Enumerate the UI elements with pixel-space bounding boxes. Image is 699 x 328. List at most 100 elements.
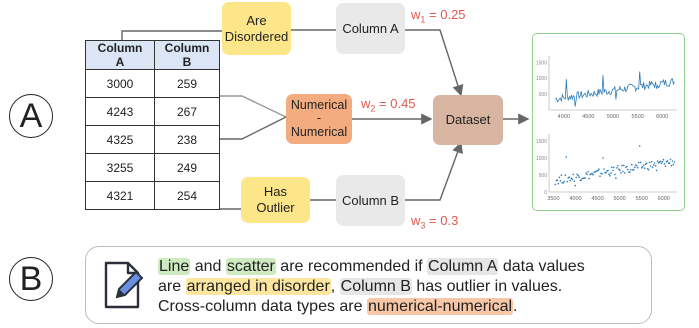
scatter-point (668, 162, 671, 164)
y-tick-label: 0 (544, 190, 547, 196)
section-a-label: A (9, 94, 53, 138)
scatter-point (637, 161, 640, 164)
table-header-row: Column A Column B (85, 40, 220, 70)
x-tick-label: 4000 (569, 196, 581, 202)
has-outlier-node: Has Outlier (241, 177, 310, 223)
scatter-point (613, 166, 615, 169)
x-tick-label: 5500 (631, 114, 643, 120)
recommendation-line: are arranged in disorder, Column B has o… (158, 278, 563, 295)
highlight-types: numerical-numerical (366, 298, 514, 315)
scatter-point (641, 165, 644, 168)
scatter-point (610, 172, 612, 174)
scatter-point (636, 166, 639, 169)
scatter-point (651, 166, 654, 169)
table-header-cell: Column B (154, 40, 220, 70)
table-cell: 238 (154, 125, 220, 154)
scatter-point (597, 169, 599, 172)
x-tick-label: 5000 (613, 196, 625, 202)
scatter-point (617, 165, 619, 167)
scatter-point (612, 169, 614, 172)
scatter-point (644, 163, 647, 166)
scatter-point (640, 167, 643, 169)
section-b-label: B (9, 257, 53, 301)
x-tick-label: 6000 (658, 196, 670, 202)
scatter-point (620, 172, 622, 174)
scatter-point (614, 173, 616, 176)
scatter-point (587, 170, 589, 173)
scatter-point (603, 168, 605, 170)
scatter-point (573, 180, 575, 182)
scatter-point (559, 180, 562, 182)
x-tick-label: 4500 (591, 196, 603, 202)
scatter-point (566, 180, 569, 183)
scatter-point (562, 182, 565, 184)
scatter-point (564, 174, 567, 176)
table-cell: 4321 (85, 181, 155, 210)
scatter-point (602, 157, 604, 159)
recommendation-line: Line and scatter are recommended if Colu… (158, 258, 585, 275)
highlight-disorder: arranged in disorder (185, 278, 331, 295)
scatter-point (616, 167, 618, 169)
table-cell: 3000 (85, 69, 155, 98)
highlight-scatter: scatter (225, 258, 276, 275)
table-cell: 4243 (85, 97, 155, 126)
scatter-point (615, 177, 617, 179)
numerical-numerical-node: Numerical - Numerical (286, 94, 352, 144)
y-tick-label: 1500 (536, 139, 547, 145)
scatter-point (624, 172, 626, 174)
table-cell: 4325 (85, 125, 155, 154)
scatter-point (611, 166, 613, 168)
x-tick-label: 5500 (636, 196, 648, 202)
scatter-point (642, 164, 645, 166)
y-tick-label: 500 (539, 173, 548, 179)
scatter-point (568, 176, 571, 178)
scatter-point (601, 173, 603, 175)
scatter-point (663, 163, 666, 165)
scatter-point (585, 172, 587, 174)
scatter-point (661, 161, 664, 163)
scatter-point (639, 161, 642, 164)
scatter-point (584, 177, 586, 179)
scatter-point (588, 177, 590, 180)
scatter-point (659, 160, 662, 163)
scatter-point (629, 171, 631, 173)
scatter-point (591, 172, 593, 175)
scatter-point (578, 176, 580, 178)
scatter-point (645, 162, 648, 165)
scatter-point (633, 168, 635, 171)
scatter-point (569, 179, 572, 182)
highlight-column-a: Column A (427, 258, 499, 275)
scatter-point (576, 173, 578, 176)
scatter-point (621, 164, 623, 167)
scatter-point (563, 180, 566, 183)
scatter-point (630, 169, 632, 171)
scatter-point (666, 160, 669, 162)
x-tick-label: 6000 (656, 114, 668, 120)
scatter-point (653, 162, 656, 164)
scatter-point (650, 160, 653, 163)
scatter-point (560, 174, 563, 176)
weight-w1: w1 = 0.25 (411, 7, 466, 25)
scatter-point (558, 176, 561, 179)
scatter-point (572, 173, 575, 176)
scatter-point (571, 178, 574, 180)
recommendation-panel: Line and scatter are recommended if Colu… (85, 246, 652, 324)
scatter-point (669, 158, 672, 161)
scatter-point (647, 168, 650, 171)
scatter-point (627, 168, 629, 171)
scatter-point (622, 170, 624, 173)
y-tick-label: 1500 (536, 60, 547, 66)
y-tick-label: 500 (539, 92, 548, 98)
scatter-point (623, 164, 625, 167)
scatter-point (662, 158, 665, 161)
scatter-point (607, 169, 609, 172)
table-cell: 259 (154, 69, 220, 98)
scatter-point (643, 167, 646, 169)
table-cell: 3255 (85, 153, 155, 182)
